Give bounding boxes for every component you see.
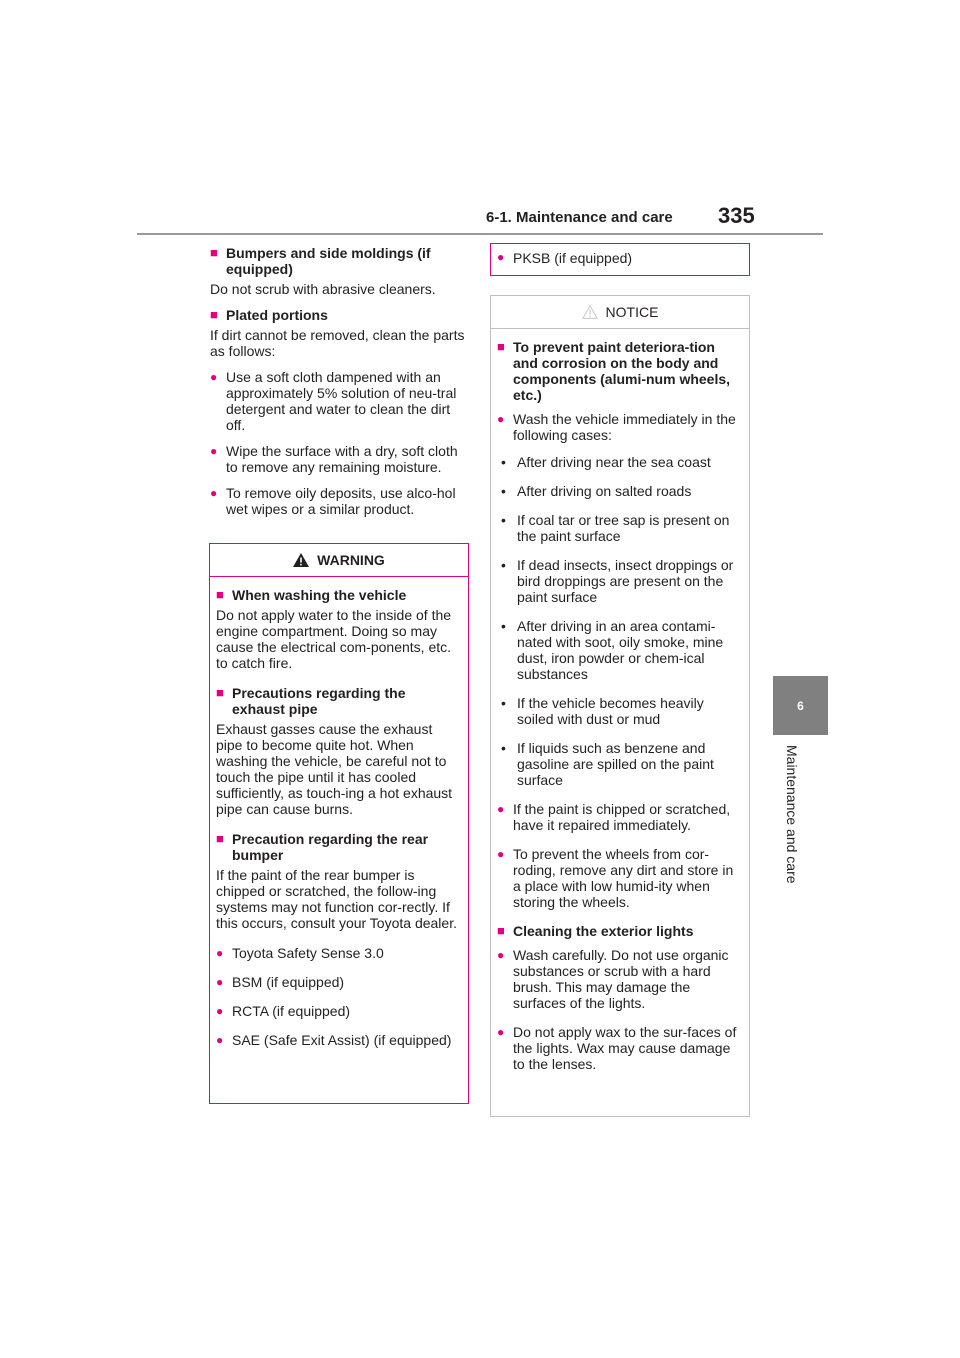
plated-text: If dirt cannot be removed, clean the par… (210, 327, 465, 359)
case-item: •If liquids such as benzene and gasoline… (501, 740, 714, 788)
list-item: ●To prevent the wheels from cor-roding, … (497, 846, 734, 910)
warning-heading: ■Precautions regarding the exhaust pipe (216, 685, 406, 717)
case-item: •After driving in an area contami-nated … (501, 618, 724, 682)
list-item: ●Toyota Safety Sense 3.0 (216, 945, 384, 961)
warning-text: If the paint of the rear bumper is chipp… (216, 867, 457, 931)
page-number: 335 (718, 203, 755, 228)
notice-title-bar: NOTICE (491, 296, 749, 329)
warning-box: WARNING ■When washing the vehicle Do not… (209, 543, 469, 1104)
warning-heading: ■When washing the vehicle (216, 587, 407, 603)
notice-triangle-icon (581, 305, 598, 319)
list-item: ●Wash the vehicle immediately in the fol… (497, 411, 736, 443)
list-item: ●To remove oily deposits, use alco-hol w… (210, 485, 456, 517)
warning-text: Exhaust gasses cause the exhaust pipe to… (216, 721, 453, 817)
case-item: •If the vehicle becomes heavily soiled w… (501, 695, 704, 727)
list-item: ●RCTA (if equipped) (216, 1003, 351, 1019)
chapter-title: Maintenance and care (784, 745, 800, 884)
chapter-number: 6 (797, 698, 804, 713)
case-item: •After driving on salted roads (501, 483, 692, 499)
pksb-box: ●PKSB (if equipped) (490, 243, 750, 276)
list-item: ●Wash carefully. Do not use organic subs… (497, 947, 729, 1011)
list-item: ●If the paint is chipped or scratched, h… (497, 801, 731, 833)
section-title: 6-1. Maintenance and care (486, 209, 673, 226)
notice-box: NOTICE ■To prevent paint deteriora-tion … (490, 295, 750, 1117)
case-item: •If dead insects, insect droppings or bi… (501, 557, 734, 605)
chapter-tab: 6 (773, 676, 828, 735)
notice-title: NOTICE (605, 304, 659, 320)
warning-heading: ■Precaution regarding the rear bumper (216, 831, 429, 863)
list-item: ●SAE (Safe Exit Assist) (if equipped) (216, 1032, 452, 1048)
bumpers-heading: ■Bumpers and side moldings (if equipped) (210, 245, 431, 277)
list-item: ●Use a soft cloth dampened with an appro… (210, 369, 457, 433)
list-item: ●Wipe the surface with a dry, soft cloth… (210, 443, 458, 475)
warning-text: Do not apply water to the inside of the … (216, 607, 452, 671)
plated-heading: ■Plated portions (210, 307, 328, 323)
list-item: ●BSM (if equipped) (216, 974, 345, 990)
notice-heading: ■Cleaning the exterior lights (497, 923, 694, 939)
bumpers-text: Do not scrub with abrasive cleaners. (210, 281, 436, 297)
warning-title: WARNING (317, 552, 385, 568)
case-item: •After driving near the sea coast (501, 454, 711, 470)
case-item: •If coal tar or tree sap is present on t… (501, 512, 730, 544)
warning-triangle-icon (293, 553, 310, 567)
list-item: ●PKSB (if equipped) (497, 250, 633, 266)
notice-heading: ■To prevent paint deteriora-tion and cor… (497, 339, 731, 403)
header-divider (137, 233, 823, 235)
warning-title-bar: WARNING (210, 544, 468, 577)
left-column: ■Bumpers and side moldings (if equipped)… (210, 245, 472, 527)
list-item: ●Do not apply wax to the sur-faces of th… (497, 1024, 737, 1072)
